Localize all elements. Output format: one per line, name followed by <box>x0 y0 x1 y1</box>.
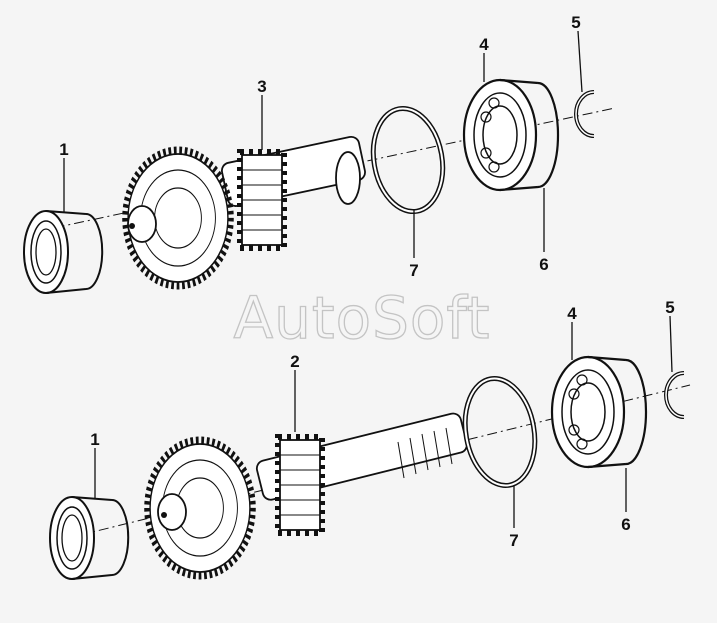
callout-top-1: 1 <box>59 140 68 159</box>
callout-bottom-2: 2 <box>290 352 299 371</box>
top-assembly <box>23 78 616 294</box>
callout-top-4: 4 <box>479 35 489 54</box>
gear-shaft-top <box>125 135 366 286</box>
leader-lines <box>63 30 673 528</box>
roller-bearing-bottom <box>49 496 130 580</box>
bottom-assembly <box>49 355 691 580</box>
callout-bottom-4: 4 <box>567 304 577 323</box>
callout-bottom-6: 6 <box>621 515 630 534</box>
ball-bearing-top <box>462 78 560 192</box>
callouts-bottom: 1 2 7 4 5 6 <box>90 298 674 550</box>
gear-shaft-bottom <box>147 412 468 576</box>
callout-bottom-5: 5 <box>665 298 674 317</box>
ball-bearing-bottom <box>550 355 648 469</box>
watermark: AutoSoft <box>233 284 490 352</box>
splines-bottom <box>397 427 453 479</box>
callout-top-6: 6 <box>539 255 548 274</box>
callout-bottom-1: 1 <box>90 430 99 449</box>
snap-ring-bottom <box>664 371 686 419</box>
callout-bottom-7: 7 <box>509 531 518 550</box>
o-ring-top <box>370 105 446 215</box>
callout-top-7: 7 <box>409 261 418 280</box>
roller-bearing-top <box>23 210 104 294</box>
callout-top-3: 3 <box>257 77 266 96</box>
o-ring-bottom <box>462 375 538 489</box>
callout-top-5: 5 <box>571 13 580 32</box>
callouts-top: 1 3 7 4 5 6 <box>59 13 580 280</box>
